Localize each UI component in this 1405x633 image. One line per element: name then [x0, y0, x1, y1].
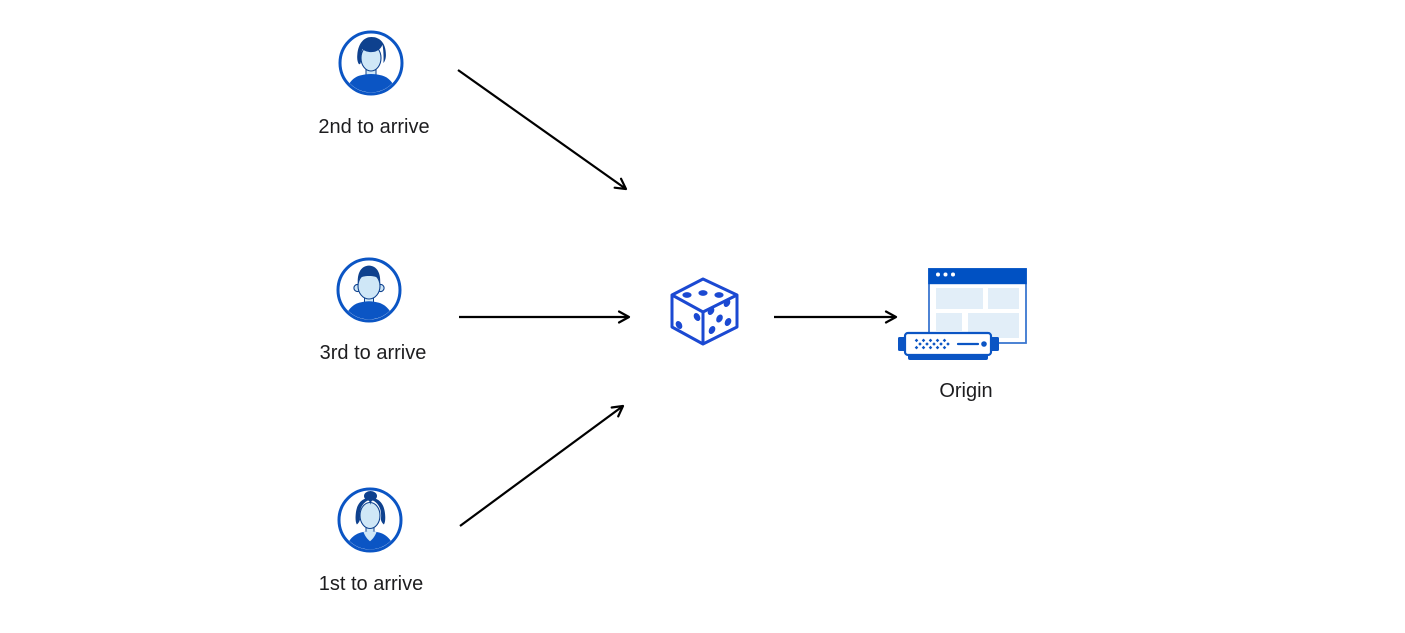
origin-server-icon: [898, 268, 1027, 360]
user-avatar-icon: [338, 30, 404, 96]
client-middle-label: 3rd to arrive: [319, 342, 427, 364]
client-bottom-label: 1st to arrive: [318, 573, 424, 595]
user-avatar-icon: [336, 257, 402, 323]
arrow-client-bottom-to-dice: [459, 404, 625, 527]
dice-icon: [670, 277, 739, 346]
client-top-label: 2nd to arrive: [318, 116, 430, 138]
arrow-client-top-to-dice: [457, 69, 628, 191]
user-avatar-icon: [337, 487, 403, 553]
origin-label: Origin: [939, 380, 993, 402]
